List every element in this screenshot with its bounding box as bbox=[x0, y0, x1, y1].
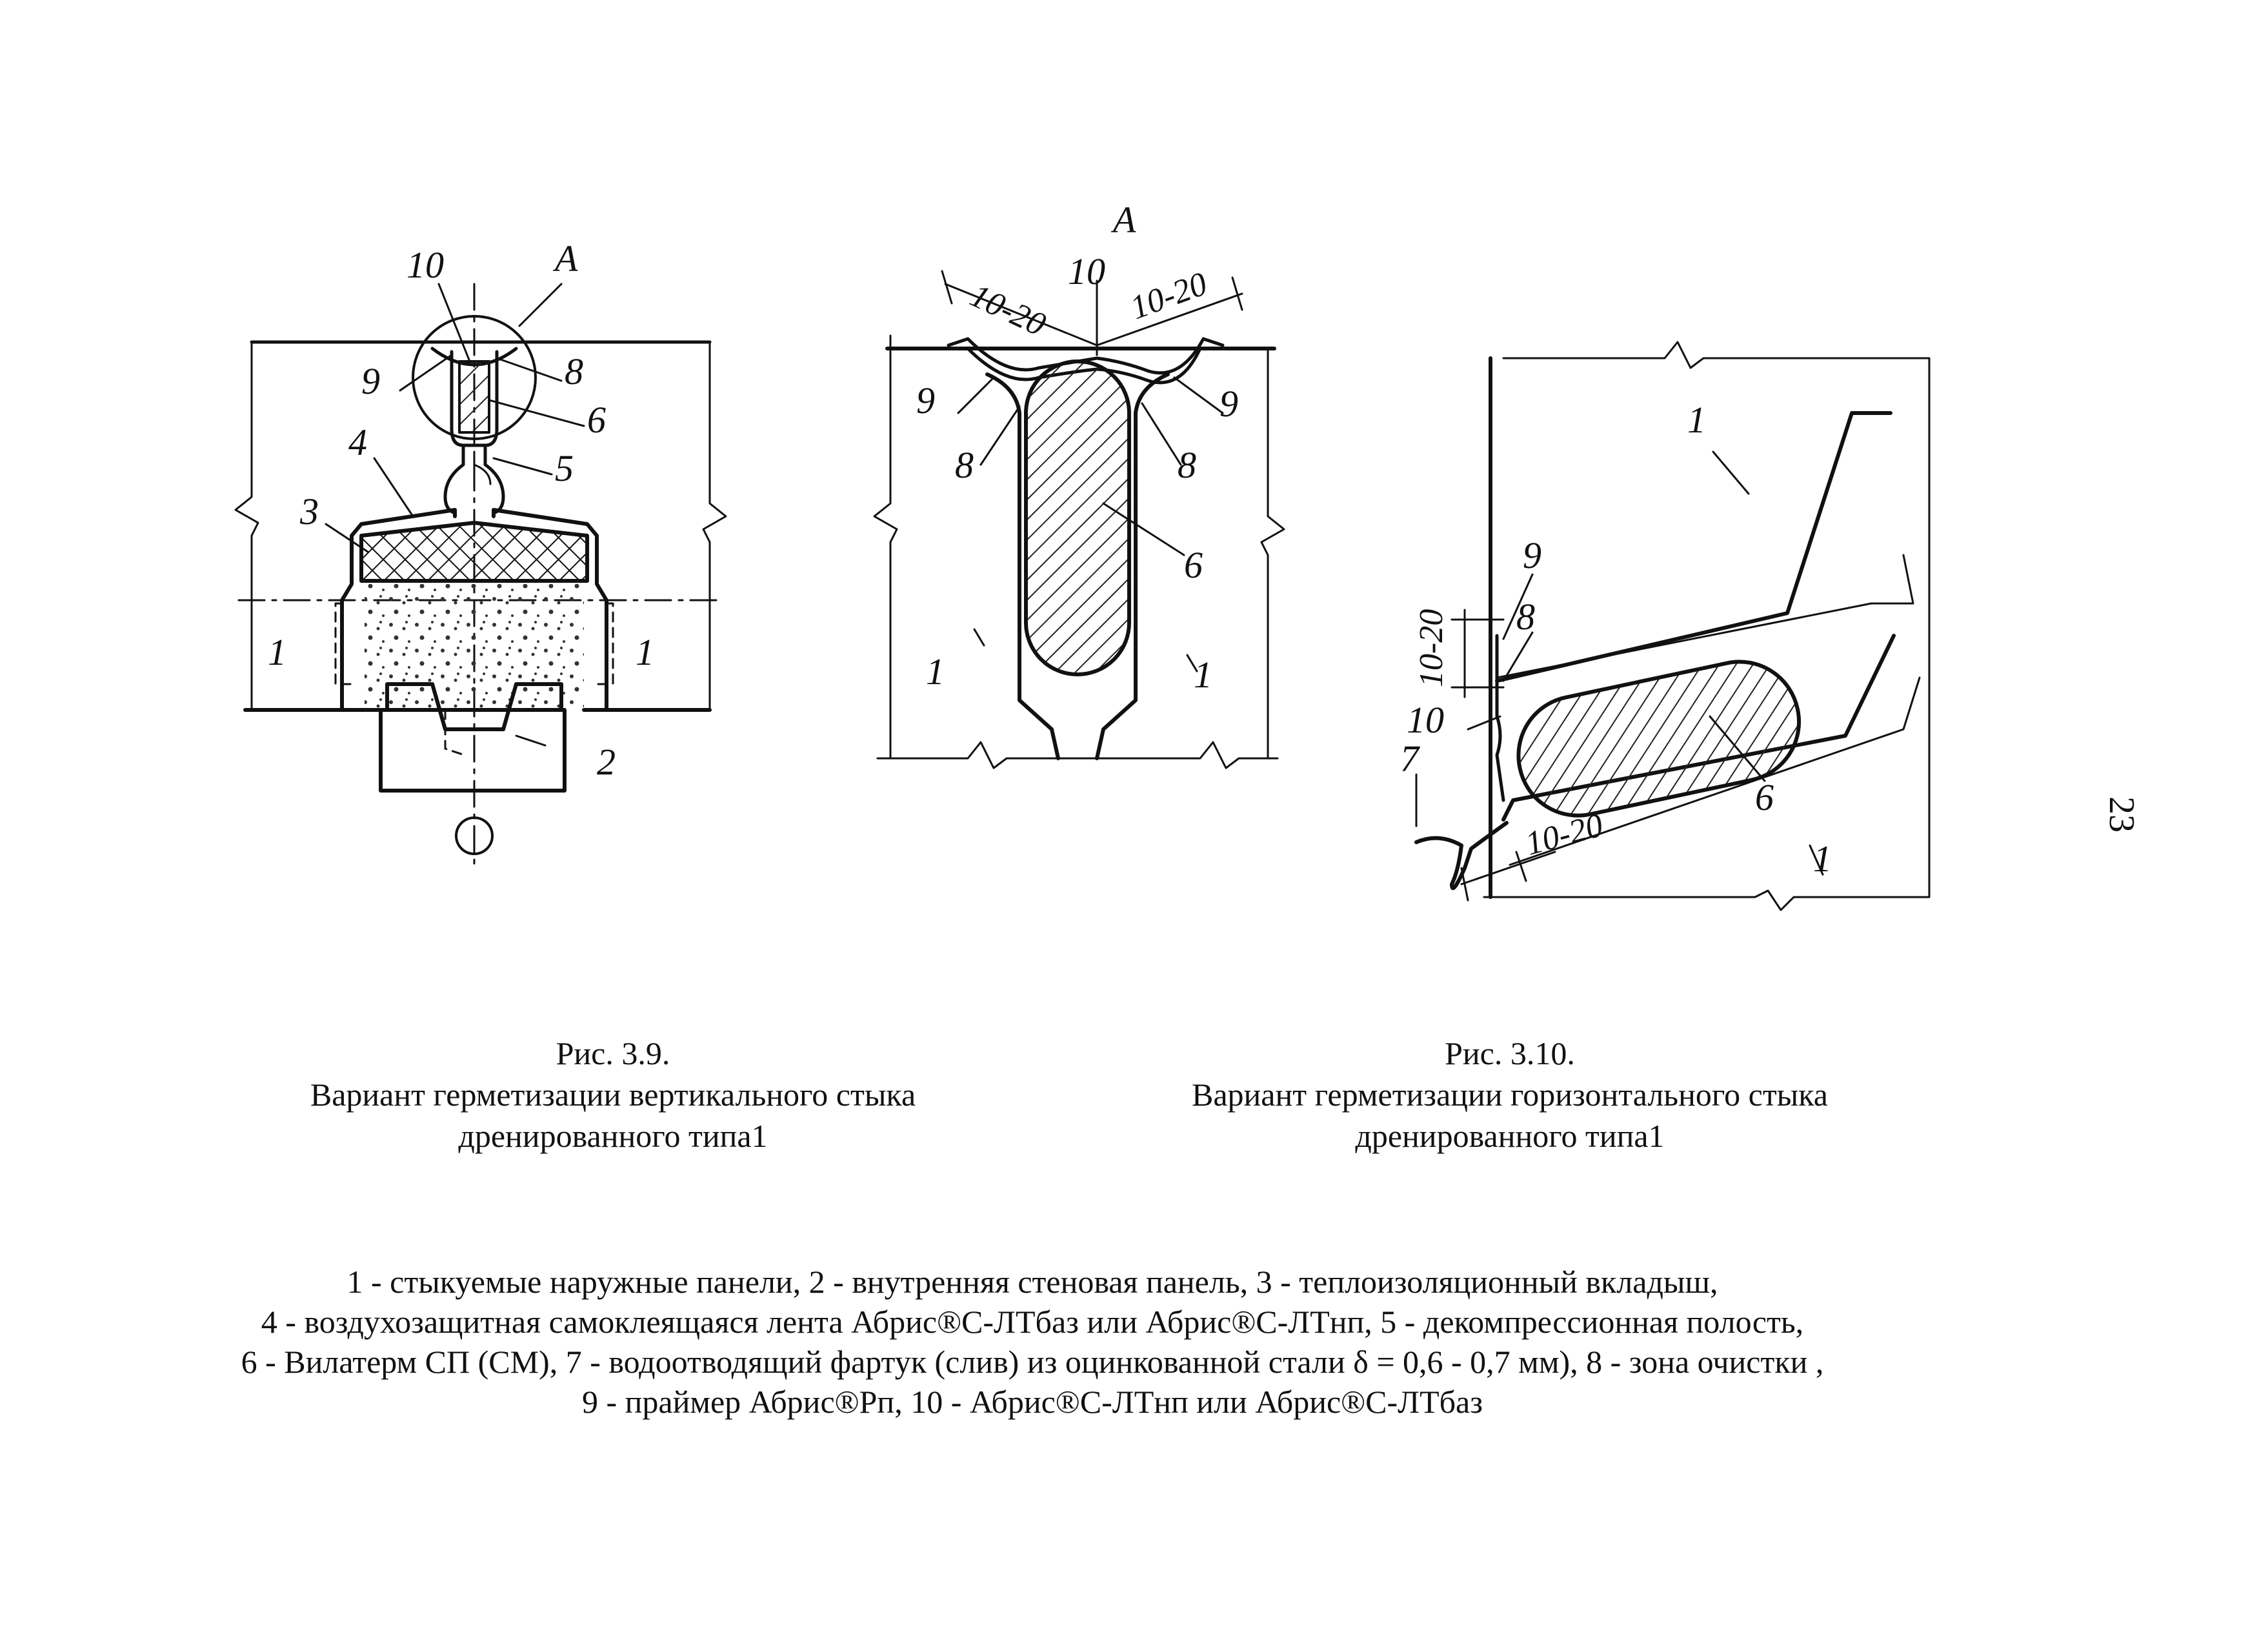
fig310-label-6: 6 bbox=[1755, 776, 1774, 818]
fig310-dim-horizontal: 10-20 bbox=[1521, 807, 1607, 862]
figure-3-10-caption: Рис. 3.10. Вариант герметизации горизонт… bbox=[1090, 1033, 1929, 1157]
fig310-label-9: 9 bbox=[1523, 534, 1541, 576]
detail-label-8-left: 8 bbox=[955, 444, 974, 486]
legend-line: 9 - праймер Абрис®Рп, 10 - Абрис®С-ЛТнп … bbox=[581, 1384, 1483, 1420]
figure-3-10-title-line1: Вариант герметизации горизонтального сты… bbox=[1191, 1077, 1828, 1113]
detail-title: A bbox=[1110, 199, 1136, 241]
detail-label-8-right: 8 bbox=[1178, 444, 1196, 486]
fig310-dim-vertical: 10-20 bbox=[1413, 609, 1450, 687]
fig310-label-8: 8 bbox=[1516, 596, 1535, 638]
label-3: 3 bbox=[299, 490, 319, 532]
figure-3-9-labels: 10 A 9 8 6 5 4 3 1 1 2 bbox=[268, 238, 654, 783]
figure-3-9-title-line2: дренированного типа1 bbox=[458, 1118, 768, 1154]
label-9: 9 bbox=[361, 360, 380, 402]
legend: 1 - стыкуемые наружные панели, 2 - внутр… bbox=[97, 1262, 1968, 1422]
label-a: A bbox=[552, 238, 578, 279]
detail-label-9-left: 9 bbox=[916, 379, 935, 421]
label-1-right: 1 bbox=[636, 631, 654, 673]
figure-3-10-title-line2: дренированного типа1 bbox=[1355, 1118, 1665, 1154]
label-6: 6 bbox=[587, 399, 606, 441]
fig310-label-1-bottom: 1 bbox=[1813, 838, 1832, 880]
legend-line: 4 - воздухозащитная самоклеящаяся лента … bbox=[261, 1304, 1804, 1340]
detail-label-9-right: 9 bbox=[1219, 383, 1238, 425]
fig310-label-1-top: 1 bbox=[1687, 399, 1706, 441]
label-2: 2 bbox=[597, 741, 616, 783]
detail-label-10: 10 bbox=[1068, 250, 1105, 292]
detail-label-1-left: 1 bbox=[926, 651, 945, 693]
page-number: 23 bbox=[2102, 796, 2142, 833]
detail-label-6: 6 bbox=[1184, 544, 1203, 586]
label-4: 4 bbox=[348, 421, 367, 463]
figure-3-9-drawing bbox=[234, 283, 727, 873]
label-8: 8 bbox=[565, 350, 583, 392]
label-5: 5 bbox=[555, 447, 574, 489]
figure-3-10-drawing bbox=[1414, 341, 1931, 911]
figure-3-9-title-line1: Вариант герметизации вертикального стыка bbox=[310, 1077, 916, 1113]
detail-dim-right: 10-20 bbox=[1126, 265, 1212, 327]
detail-dim-left: 10-20 bbox=[965, 277, 1051, 343]
legend-line: 6 - Вилатерм СП (СМ), 7 - водоотводящий … bbox=[241, 1344, 1824, 1380]
figure-3-9-caption: Рис. 3.9. Вариант герметизации вертикаль… bbox=[194, 1033, 1032, 1157]
label-1-left: 1 bbox=[268, 631, 286, 673]
detail-label-1-right: 1 bbox=[1194, 654, 1212, 696]
detail-a-drawing bbox=[873, 270, 1285, 769]
figure-3-9-number: Рис. 3.9. bbox=[556, 1035, 670, 1071]
legend-line: 1 - стыкуемые наружные панели, 2 - внутр… bbox=[346, 1264, 1718, 1300]
fig310-label-7: 7 bbox=[1400, 738, 1420, 780]
fig310-label-10: 10 bbox=[1407, 699, 1444, 741]
label-10: 10 bbox=[406, 244, 444, 286]
figure-3-10-number: Рис. 3.10. bbox=[1445, 1035, 1575, 1071]
